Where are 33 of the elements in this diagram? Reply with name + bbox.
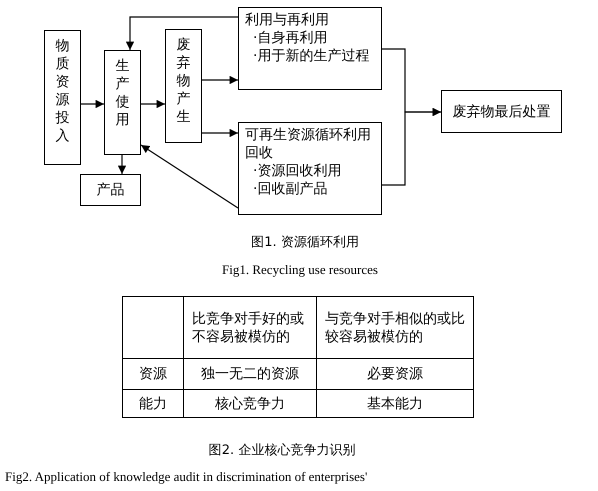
arrow: [141, 100, 165, 108]
table-cell: 必要资源: [316, 358, 474, 390]
table-cell: 与竞争对手相似的或比较容易被模仿的: [316, 296, 474, 358]
process-box: 废弃物产生: [165, 29, 202, 143]
arrow: [118, 155, 126, 174]
process-box: 物质资源投入: [44, 30, 81, 165]
bullet-item: ·回收副产品: [252, 180, 328, 198]
arrow: [81, 100, 104, 108]
bullet-item: ·用于新的生产过程: [252, 47, 370, 65]
process-box: [238, 122, 382, 215]
process-box: 产品: [80, 174, 141, 206]
table-cell: 核心竞争力: [184, 390, 316, 418]
table-cell: 资源: [122, 358, 184, 390]
arrow: [126, 16, 238, 50]
box-heading: 利用与再利用: [245, 11, 330, 29]
process-box: [238, 7, 382, 90]
arrow: [140, 144, 238, 208]
table-cell: 基本能力: [316, 390, 474, 418]
figure-caption: Fig2. Application of knowledge audit in discrimination of enterprises': [5, 469, 368, 485]
arrow: [382, 108, 441, 186]
table-cell: 独一无二的资源: [184, 358, 316, 390]
bullet-item: ·自身再利用: [252, 29, 328, 47]
figure-caption: 图2. 企业核心竞争力识别: [208, 442, 356, 459]
table-cell: 能力: [122, 390, 184, 418]
figure-caption: 图1. 资源循环利用: [251, 234, 359, 251]
process-box: 生产使用: [104, 50, 141, 155]
bullet-item: ·资源回收利用: [252, 162, 342, 180]
box-heading: 可再生资源循环利用回收: [245, 126, 372, 162]
table-cell: 比竞争对手好的或不容易被模仿的: [184, 296, 316, 358]
figure-caption: Fig1. Recycling use resources: [222, 262, 378, 278]
arrow: [202, 76, 238, 84]
process-box: 废弃物最后处置: [441, 90, 562, 133]
arrow: [202, 128, 238, 138]
